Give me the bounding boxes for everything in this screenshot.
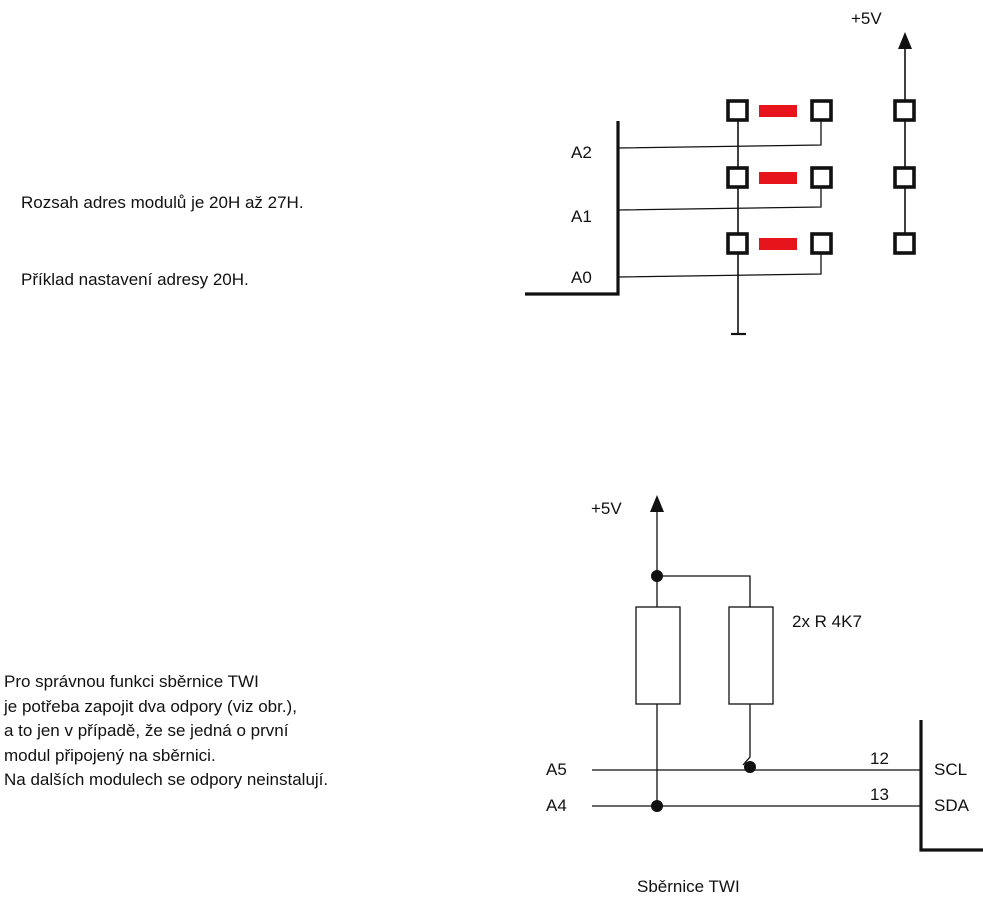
twi-note-line: je potřeba zapojit dva odpory (viz obr.)… <box>4 696 297 716</box>
address-example-text: Příklad nastavení adresy 20H. <box>21 270 249 289</box>
a1-wire <box>617 183 822 211</box>
pin-square <box>810 166 833 189</box>
pin-label-a1: A1 <box>571 207 592 226</box>
pin-number-12: 12 <box>870 749 889 768</box>
supply-label-twi: +5V <box>591 499 622 518</box>
resistor-1 <box>635 606 681 705</box>
pin-label-a2: A2 <box>571 143 592 162</box>
pin-number-13: 13 <box>870 785 889 804</box>
twi-caption: Sběrnice TWI <box>637 877 740 896</box>
pin-label-a4: A4 <box>546 796 567 815</box>
pin-square <box>810 232 833 255</box>
resistor-label: 2x R 4K7 <box>792 612 862 631</box>
resistor-2 <box>728 606 774 705</box>
junction-dot <box>651 570 663 582</box>
pin-square <box>893 99 916 122</box>
supply-label-top: +5V <box>851 9 882 28</box>
resistor-2-lead <box>742 704 751 766</box>
pin-square <box>893 232 916 255</box>
twi-note-line: Na dalších modulech se odpory neinstaluj… <box>4 770 329 789</box>
twi-note-line: modul připojený na sběrnici. <box>4 745 216 765</box>
twi-vcc-branch <box>657 575 751 607</box>
vcc-arrow-top <box>898 32 912 49</box>
pin-square <box>893 166 916 189</box>
pin-square <box>810 99 833 122</box>
address-connector-bracket <box>525 121 620 296</box>
pin-square <box>726 232 749 255</box>
address-range-text: Rozsah adres modulů je 20H až 27H. <box>21 193 304 212</box>
pin-square <box>726 166 749 189</box>
a2-wire <box>617 115 822 149</box>
twi-note-line: Pro správnou funkci sběrnice TWI <box>4 672 259 691</box>
signal-label-sda: SDA <box>934 796 970 815</box>
jumper-a2 <box>759 105 797 117</box>
pin-square <box>726 99 749 122</box>
jumper-a1 <box>759 172 797 184</box>
pin-label-a0: A0 <box>571 268 592 287</box>
a0-wire <box>617 251 822 278</box>
twi-note-line: a to jen v případě, že se jedná o první <box>4 721 289 740</box>
pin-label-a5: A5 <box>546 760 567 779</box>
signal-label-scl: SCL <box>934 760 967 779</box>
twi-note: Pro správnou funkci sběrnice TWI je potř… <box>4 670 328 793</box>
junction-dot <box>651 800 663 812</box>
junction-dot <box>744 761 756 773</box>
twi-connector-bracket <box>919 720 983 852</box>
jumper-a0 <box>759 238 797 250</box>
twi-vcc-arrow <box>650 495 664 512</box>
